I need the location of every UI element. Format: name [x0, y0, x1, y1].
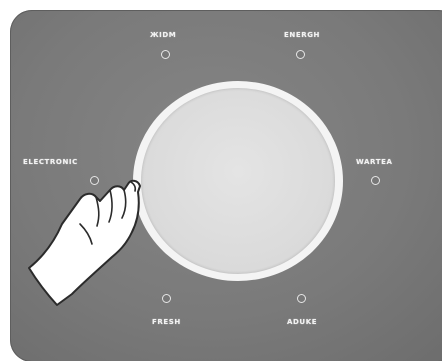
appliance-control-panel-image: ЖIDM ENERGH ELECTRONIC WARTEA FRESH ADUK…	[0, 0, 442, 361]
pointing-hand-icon	[0, 0, 442, 361]
